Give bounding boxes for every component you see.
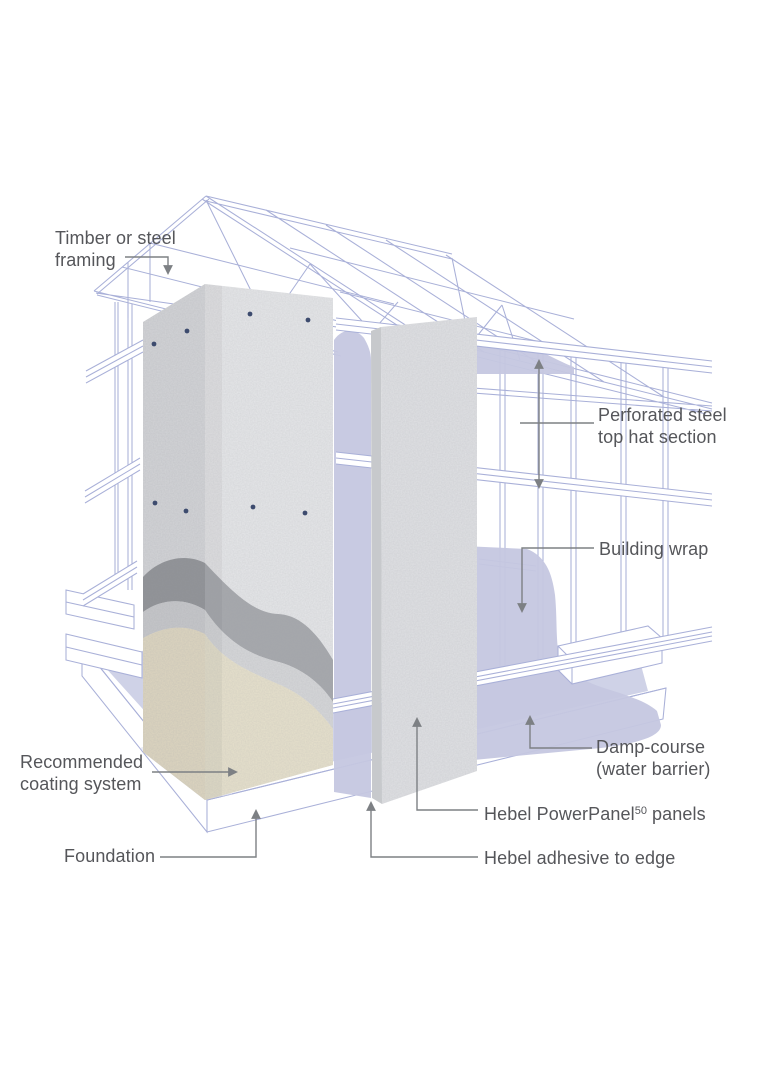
label-damp-course-line2: (water barrier) xyxy=(596,759,711,779)
coated-wall-corner xyxy=(143,284,333,800)
label-coating-line2: coating system xyxy=(20,774,142,794)
label-damp-course-line1: Damp-course xyxy=(596,737,706,757)
leader-foundation xyxy=(160,809,261,858)
texture-front xyxy=(205,284,333,800)
label-building-wrap: Building wrap xyxy=(599,538,708,560)
label-powerpanel-suffix: panels xyxy=(646,804,706,824)
label-framing-line2: framing xyxy=(55,250,116,270)
building-wrap-strip xyxy=(334,330,371,798)
label-foundation: Foundation xyxy=(64,845,155,867)
label-framing: Timber or steel framing xyxy=(55,227,176,271)
label-powerpanel: Hebel PowerPanel50 panels xyxy=(484,800,706,825)
label-damp-course: Damp-course (water barrier) xyxy=(596,736,711,780)
fixing-dots xyxy=(151,311,311,516)
leader-powerpanel xyxy=(412,717,478,811)
leader-lines xyxy=(125,256,594,858)
powerpanel-single xyxy=(371,317,477,804)
label-powerpanel-prefix: Hebel PowerPanel xyxy=(484,804,635,824)
leader-framing xyxy=(125,256,173,275)
building-wrap xyxy=(334,330,661,798)
label-powerpanel-sup: 50 xyxy=(634,805,647,817)
building-wrap-main xyxy=(463,546,661,761)
texture-left xyxy=(143,284,205,800)
label-top-hat-line1: Perforated steel xyxy=(598,405,727,425)
leader-adhesive xyxy=(366,801,478,858)
label-foundation-text: Foundation xyxy=(64,846,156,866)
label-building-wrap-text: Building wrap xyxy=(599,539,709,559)
panel-edge-face xyxy=(371,327,382,804)
label-coating-line1: Recommended xyxy=(20,752,144,772)
label-top-hat: Perforated steel top hat section xyxy=(598,404,727,448)
texture-panel xyxy=(381,317,477,804)
leader-building-wrap xyxy=(517,547,594,613)
label-adhesive-text: Hebel adhesive to edge xyxy=(484,848,676,868)
leader-damp-course xyxy=(525,715,592,749)
label-framing-line1: Timber or steel xyxy=(55,228,176,248)
label-coating: Recommended coating system xyxy=(20,751,143,795)
label-top-hat-line2: top hat section xyxy=(598,427,717,447)
label-adhesive: Hebel adhesive to edge xyxy=(484,847,675,869)
